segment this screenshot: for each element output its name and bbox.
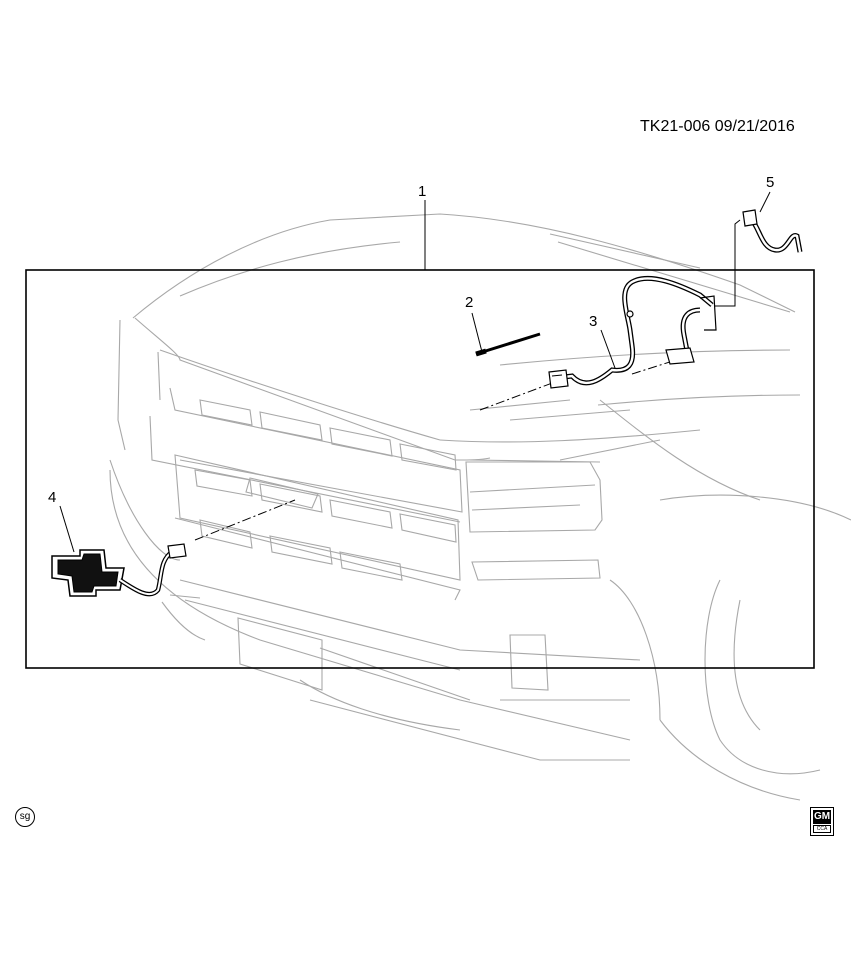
callout-4: 4 <box>48 489 57 506</box>
gm-logo-text: GM <box>813 810 831 824</box>
assembly-frame <box>25 269 815 669</box>
part-3-wiring-harness <box>548 275 717 389</box>
callout-5: 5 <box>766 174 775 191</box>
vehicle-outline <box>109 213 851 801</box>
leader-lines <box>59 191 771 553</box>
callout-3: 3 <box>589 313 598 330</box>
document-id: TK21-006 09/21/2016 <box>640 118 795 135</box>
part-4-emblem <box>51 543 187 597</box>
callout-2: 2 <box>465 294 474 311</box>
part-2-rod <box>475 332 541 357</box>
gm-logo: GM CCA <box>810 807 834 836</box>
part-5-wire <box>742 209 803 253</box>
sg-label: sg <box>19 811 31 822</box>
callout-1: 1 <box>418 183 427 200</box>
sg-badge: sg <box>15 807 35 827</box>
gm-logo-subtext: CCA <box>813 825 831 833</box>
